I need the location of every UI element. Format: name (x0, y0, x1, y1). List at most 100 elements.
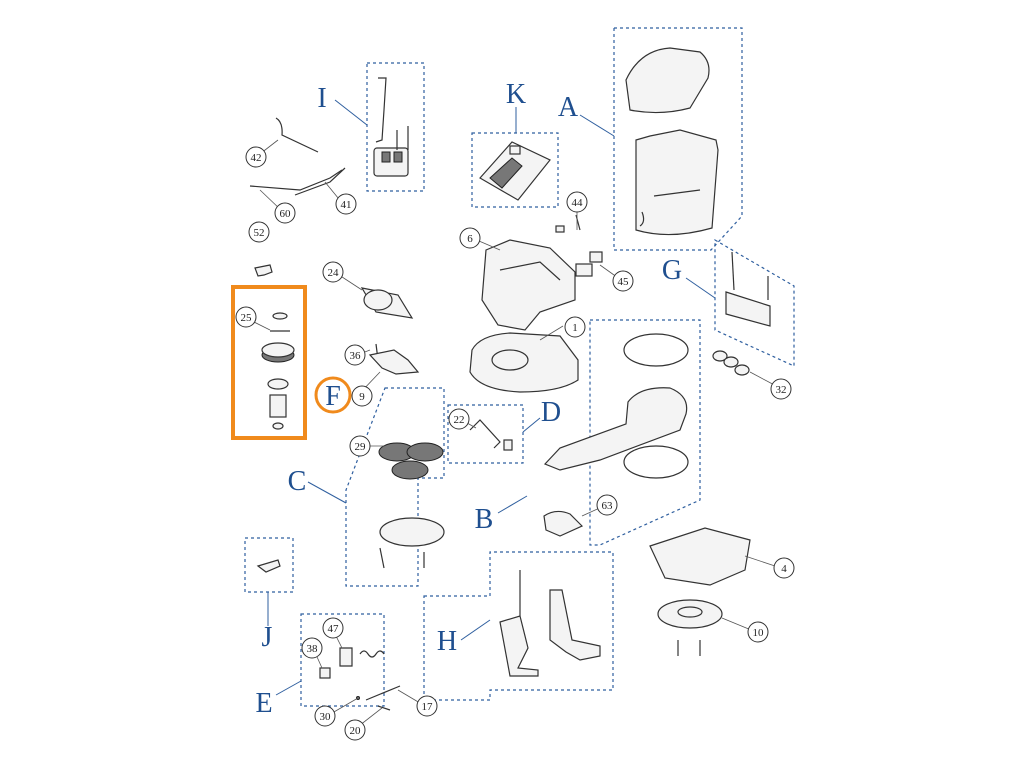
callout-36-label: 36 (350, 350, 362, 362)
callout-24: 24 (322, 261, 344, 283)
callout-1-label: 1 (572, 322, 578, 334)
callout-22: 22 (448, 408, 470, 430)
callout-44-label: 44 (572, 197, 584, 209)
frame-group-d (447, 404, 524, 464)
callout-63-label: 63 (602, 500, 614, 512)
callout-17-label: 17 (422, 701, 434, 713)
callout-42-label: 42 (251, 152, 262, 164)
part-group-b-arm (543, 333, 689, 479)
part-32-washers (712, 350, 750, 376)
callout-38: 38 (301, 637, 323, 659)
highlight-box-group-f (231, 285, 307, 440)
group-letter-b: B (475, 504, 494, 535)
callout-22-label: 22 (454, 414, 465, 426)
leader-group-c (307, 481, 347, 504)
part-6-frame (481, 239, 576, 331)
part-group-f-gears (261, 312, 295, 430)
callout-10-label: 10 (753, 627, 765, 639)
group-letter-e: E (255, 688, 272, 719)
callout-30: 30 (314, 705, 336, 727)
part-52-clip (254, 264, 273, 277)
frame-group-k (471, 132, 559, 208)
callout-4: 4 (773, 557, 795, 579)
callout-25-label: 25 (241, 312, 253, 324)
group-letter-k: K (506, 79, 526, 110)
group-letter-f: F (325, 381, 341, 412)
callout-52: 52 (248, 221, 270, 243)
group-letter-a: A (558, 92, 579, 123)
frame-group-h (423, 551, 614, 701)
callout-9-label: 9 (359, 391, 365, 403)
callout-63: 63 (596, 494, 618, 516)
callout-29: 29 (349, 435, 371, 457)
part-24-motor (360, 287, 414, 319)
callout-60-label: 60 (280, 208, 292, 220)
part-group-d (469, 419, 513, 451)
leader-group-e (275, 680, 302, 696)
leader-group-a (579, 114, 615, 137)
group-letter-h: H (437, 626, 457, 657)
callout-24-label: 24 (328, 267, 340, 279)
callout-47: 47 (322, 617, 344, 639)
part-17-20-pins (356, 685, 401, 711)
callout-47-label: 47 (328, 623, 340, 635)
callout-1: 1 (564, 316, 586, 338)
part-group-h-arms (499, 570, 601, 677)
part-4-plate (649, 527, 751, 586)
part-10-disc (657, 599, 723, 656)
callout-42: 42 (245, 146, 267, 168)
cables (249, 117, 346, 196)
callout-32-label: 32 (776, 384, 787, 396)
frame-group-i (366, 62, 425, 192)
group-letter-d: D (541, 397, 561, 428)
callout-30-label: 30 (320, 711, 332, 723)
callout-29-label: 29 (355, 441, 367, 453)
callout-60: 60 (274, 202, 296, 224)
callout-6-label: 6 (467, 233, 473, 245)
callout-41: 41 (335, 193, 357, 215)
callout-25: 25 (235, 306, 257, 328)
callout-38-label: 38 (307, 643, 319, 655)
part-63 (543, 510, 584, 537)
callout-4-label: 4 (781, 563, 787, 575)
leader-group-g (685, 277, 716, 299)
group-letter-g: G (662, 255, 682, 286)
part-group-c-gears (378, 442, 445, 569)
frame-group-g (714, 238, 795, 367)
callout-52-label: 52 (254, 227, 265, 239)
part-group-i (373, 77, 409, 177)
part-group-g-bracket (725, 251, 771, 327)
frame-group-c (345, 387, 445, 587)
callout-45: 45 (612, 270, 634, 292)
frame-group-j (244, 537, 294, 593)
group-letter-j: J (262, 622, 273, 653)
highlight-circle-group-f (314, 376, 352, 414)
leader-group-h (460, 619, 491, 641)
leader-group-i (334, 99, 368, 126)
callout-41-label: 41 (341, 199, 352, 211)
frame-group-b (589, 319, 701, 546)
part-9-plate (368, 343, 420, 375)
part-1-base (469, 332, 579, 393)
part-group-a-housing (625, 47, 719, 236)
callout-32: 32 (770, 378, 792, 400)
callout-20: 20 (344, 719, 366, 741)
callout-44: 44 (566, 191, 588, 213)
callout-36: 36 (344, 344, 366, 366)
leader-group-b (497, 495, 528, 514)
group-letter-i: I (317, 83, 326, 114)
callout-6: 6 (459, 227, 481, 249)
callout-20-label: 20 (350, 725, 362, 737)
part-group-e-parts (319, 647, 385, 679)
callout-17: 17 (416, 695, 438, 717)
frame-group-e (300, 613, 385, 707)
callout-45-label: 45 (618, 276, 630, 288)
leader-group-d (522, 417, 541, 433)
part-44-45-small (555, 214, 603, 277)
callout-10: 10 (747, 621, 769, 643)
part-group-k-board (479, 141, 551, 201)
group-letter-c: C (288, 466, 307, 497)
part-group-j-key (256, 559, 281, 573)
